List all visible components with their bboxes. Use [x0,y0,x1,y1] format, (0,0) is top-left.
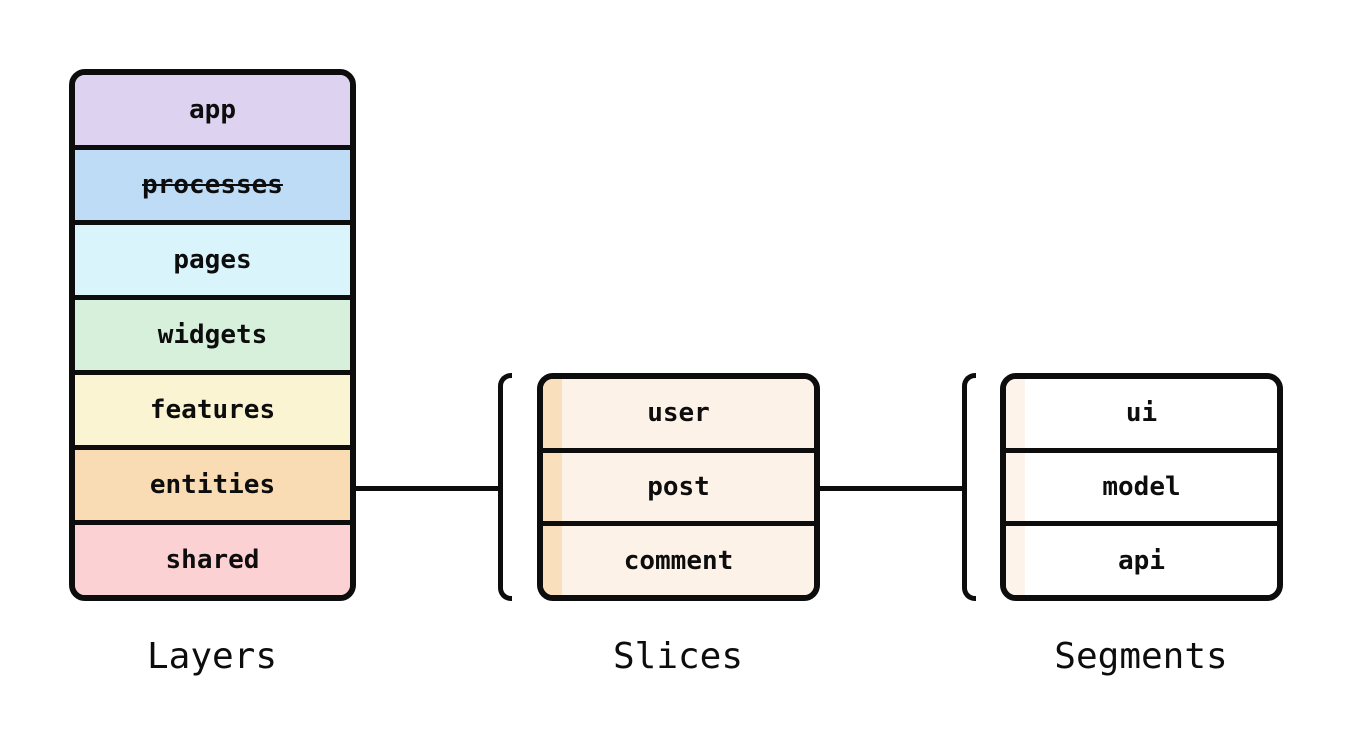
slice-row-post: post [543,447,814,522]
slice-label-user: user [647,398,710,429]
slices-stack: user post comment [537,373,820,601]
layers-caption: Layers [146,636,278,677]
layer-label-widgets: widgets [157,320,268,350]
segments-stack: ui model api [1000,373,1283,601]
segment-strip [1006,379,1025,448]
layers-stack: app processes pages widgets features ent… [69,69,356,601]
segment-row-ui: ui [1006,379,1277,448]
slice-label-post: post [647,472,710,502]
layer-row-shared: shared [75,520,350,595]
slice-strip [543,452,562,522]
layer-label-pages: pages [173,245,252,275]
slice-row-user: user [543,379,814,448]
layer-row-entities: entities [75,445,350,520]
segment-strip [1006,526,1025,595]
segment-label-model: model [1102,472,1181,502]
layer-label-features: features [149,395,276,425]
segment-label-api: api [1118,545,1165,576]
layer-row-pages: pages [75,220,350,295]
slice-row-comment: comment [543,521,814,595]
connector-layers-to-slices [352,486,500,491]
connector-slices-to-segments [817,486,964,491]
layer-label-entities: entities [149,470,276,500]
layer-row-processes: processes [75,145,350,220]
layer-row-widgets: widgets [75,295,350,370]
layer-label-processes: processes [142,170,283,200]
segment-strip [1006,452,1025,522]
slices-bracket [498,373,512,601]
segment-row-api: api [1006,521,1277,595]
segments-bracket [962,373,976,601]
slice-strip [543,379,562,448]
slice-label-comment: comment [623,545,734,576]
layer-label-app: app [189,95,236,125]
segment-row-model: model [1006,447,1277,522]
layer-label-shared: shared [165,545,260,575]
slice-strip [543,526,562,595]
segments-caption: Segments [1054,636,1228,677]
layer-row-features: features [75,370,350,445]
segment-label-ui: ui [1125,398,1158,429]
layer-row-app: app [75,75,350,145]
slices-caption: Slices [612,636,744,677]
